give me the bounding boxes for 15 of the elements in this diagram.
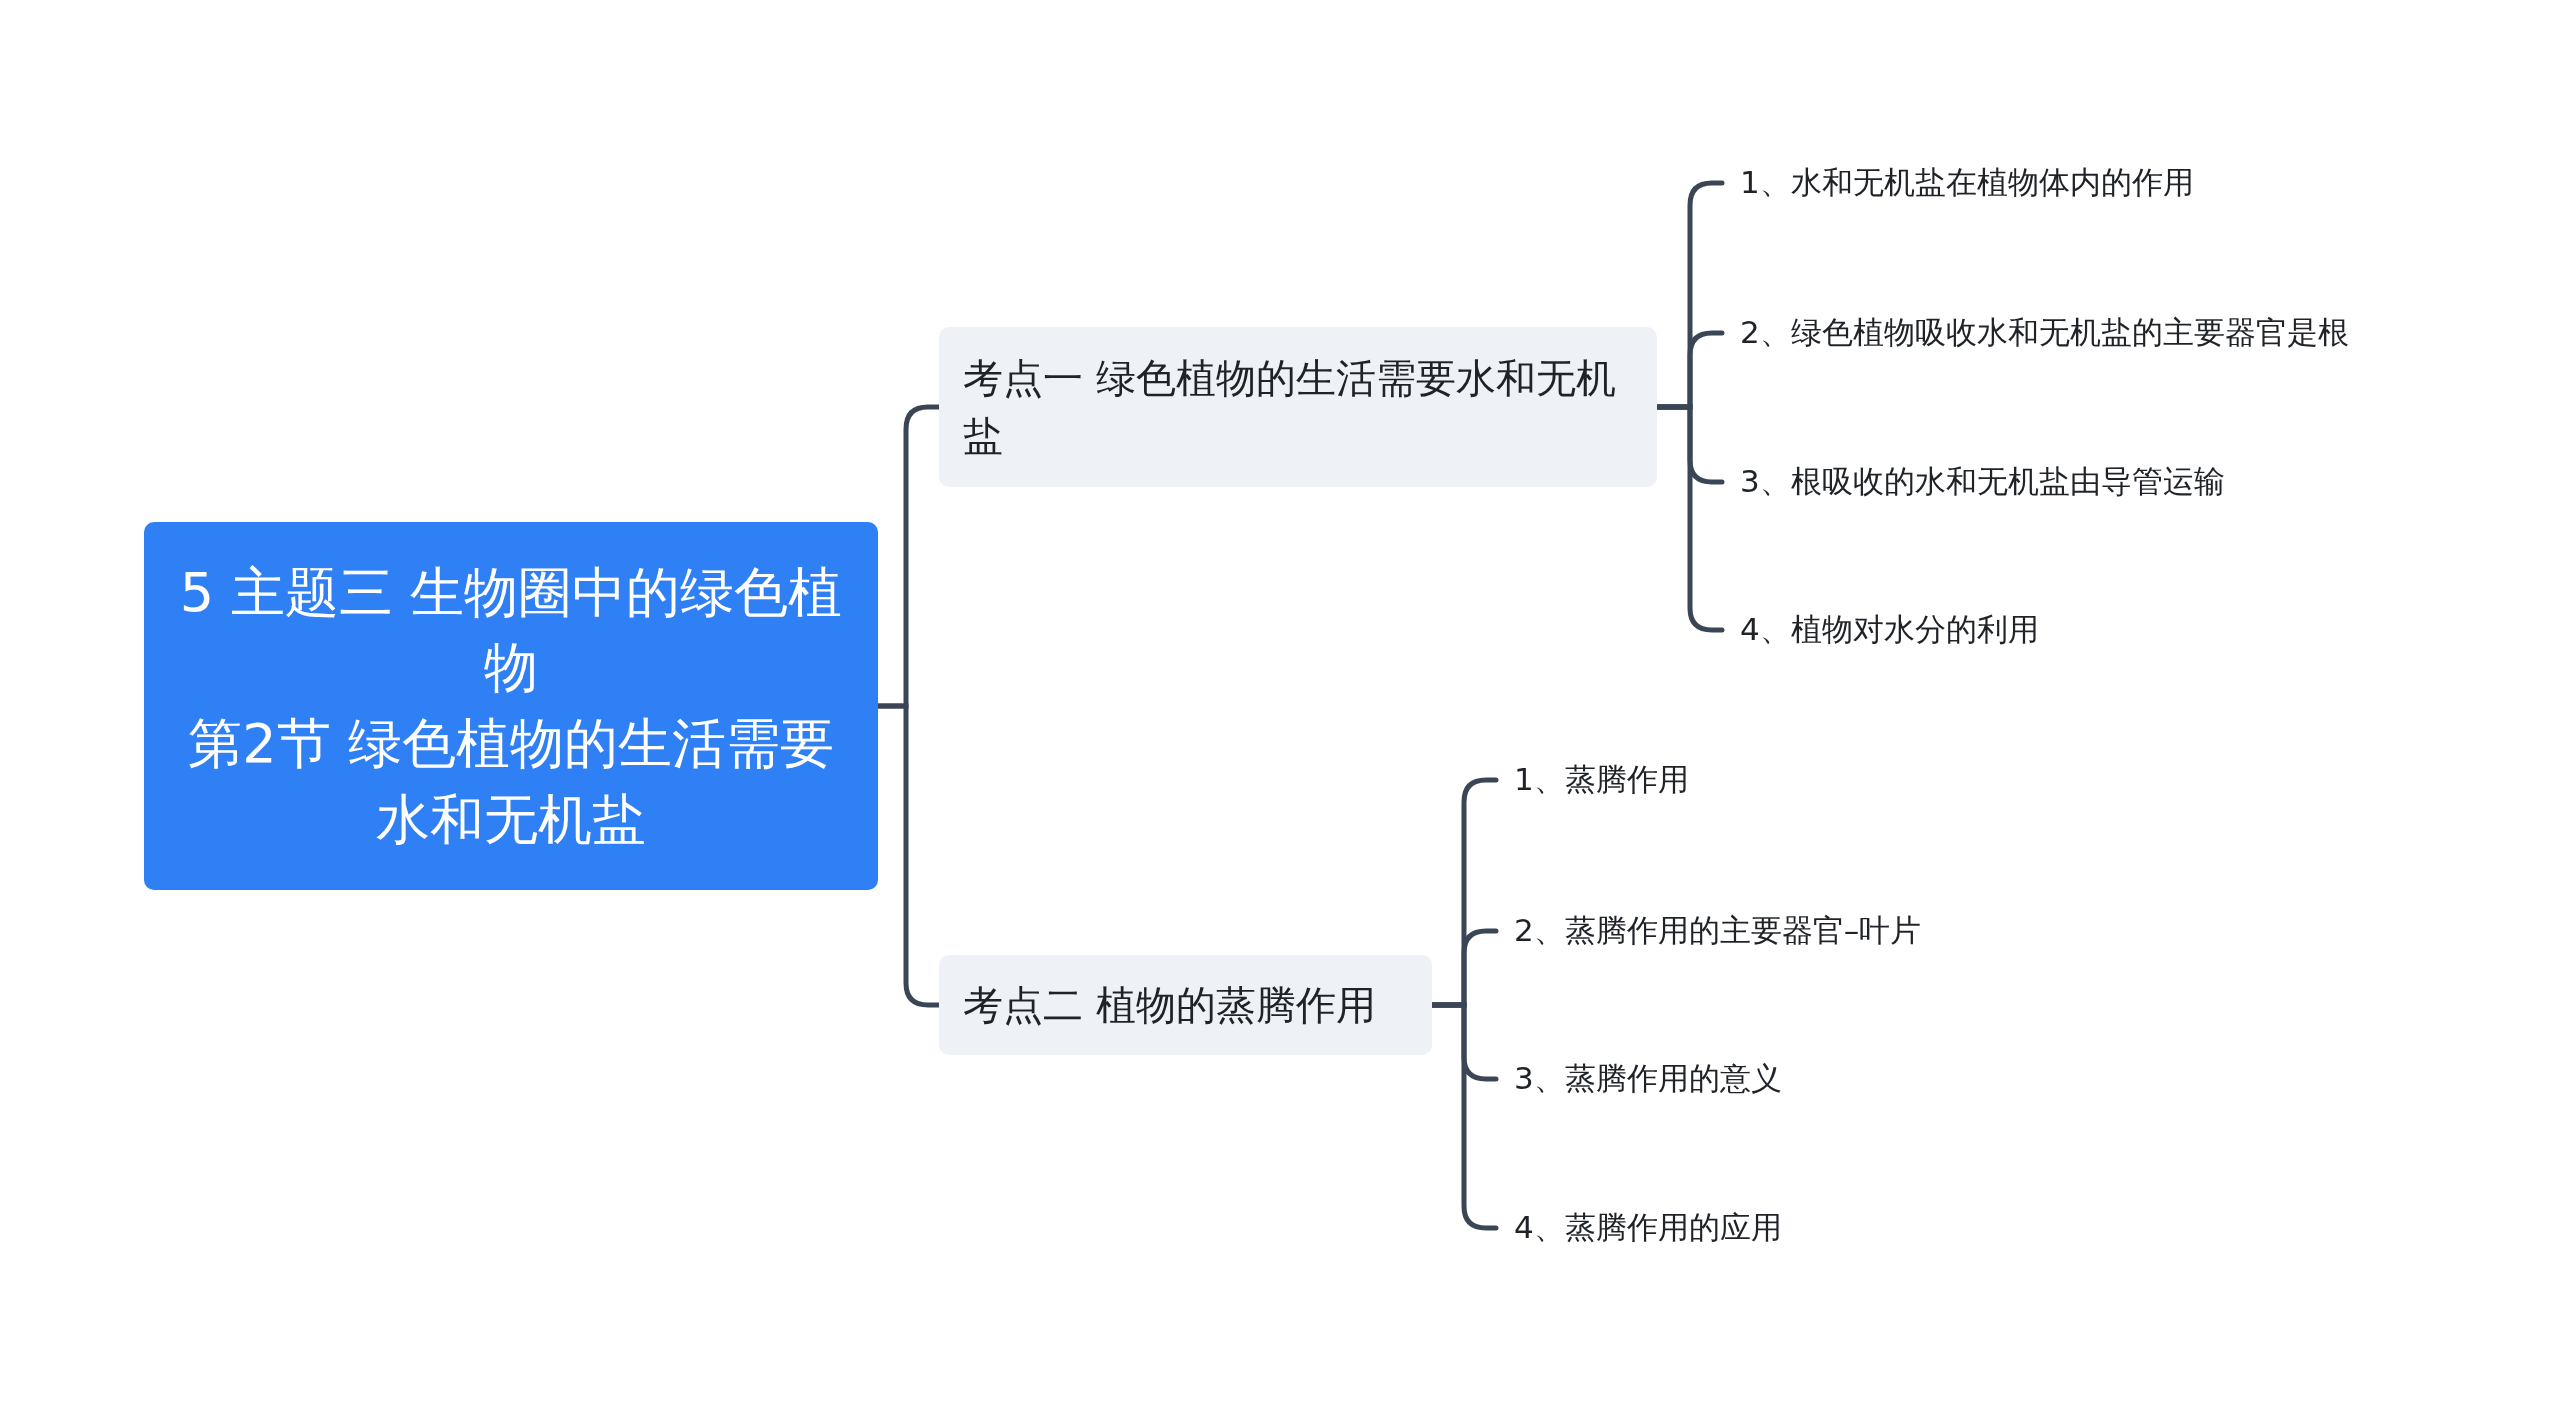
topic-text: 第2节 绿色植物的生活需要水和无机盐	[187, 711, 835, 853]
subtopic-text: 1、水和无机盐在植物体内的作用	[1740, 163, 2195, 202]
topic-text: 5 主题三 生物圈中的绿色植物	[178, 559, 844, 702]
subtopic-text: 3、蒸腾作用的意义	[1514, 1059, 1783, 1098]
subtopic-text: 2、蒸腾作用的主要器官–叶片	[1514, 911, 1923, 950]
topic-box	[939, 955, 1432, 1055]
subtopic-text: 3、根吸收的水和无机盐由导管运输	[1740, 462, 2226, 501]
subtopic-text: 2、绿色植物吸收水和无机盐的主要器官是根	[1740, 313, 2350, 352]
subtopic-text: 4、植物对水分的利用	[1740, 610, 2040, 649]
topic-text: 考点一 绿色植物的生活需要水和无机盐	[963, 354, 1617, 461]
subtopic-text: 4、蒸腾作用的应用	[1514, 1208, 1783, 1247]
subtopic-text: 1、蒸腾作用	[1514, 760, 1690, 799]
central-topic-box	[144, 522, 878, 890]
topic-text: 考点二 植物的蒸腾作用	[963, 981, 1377, 1030]
topic-box	[939, 327, 1657, 487]
